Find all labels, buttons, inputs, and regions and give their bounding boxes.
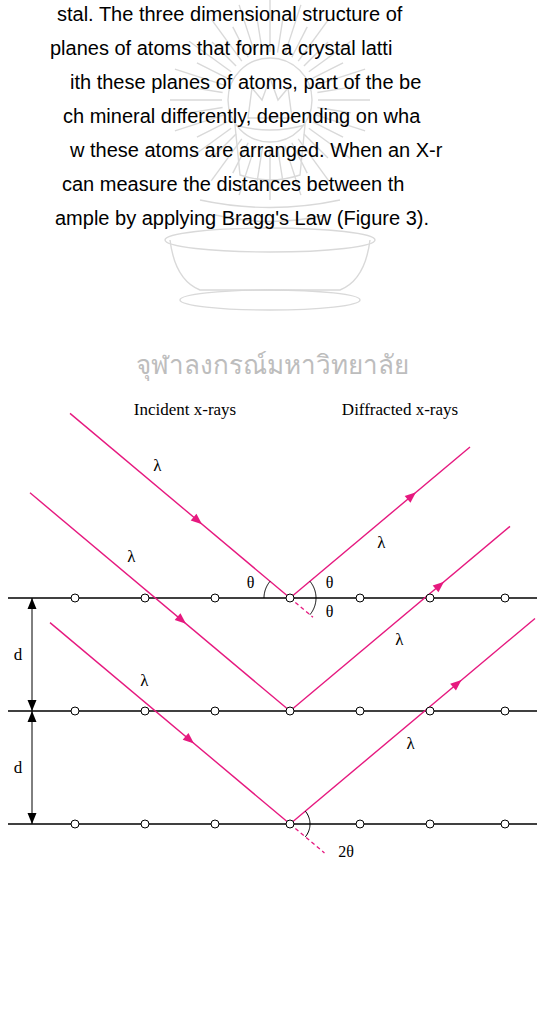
angle-label: 2θ [338, 843, 354, 861]
spacing-label: d [14, 758, 23, 778]
wavelength-label: λ [377, 533, 385, 553]
wavelength-label: λ [127, 547, 135, 567]
atom [211, 820, 219, 828]
atom [286, 707, 294, 715]
spacing-arrow [32, 711, 33, 824]
angle-label: θ [326, 574, 334, 592]
watermark-text: จุฬาลงกรณ์มหาวิทยาลัย [136, 351, 409, 381]
atom [141, 707, 149, 715]
atom [286, 594, 294, 602]
spacing-arrow [32, 598, 33, 711]
ray-arrowhead [191, 514, 202, 525]
atom [286, 820, 294, 828]
body-text-line: ith these planes of atoms, part of the b… [70, 71, 421, 94]
spacing-arrowhead [28, 700, 37, 711]
emblem-ray [318, 99, 370, 100]
atom [211, 707, 219, 715]
diffracted-ray [290, 447, 470, 598]
wavelength-label: λ [140, 671, 148, 691]
lattice-plane [8, 597, 537, 598]
body-text-line: planes of atoms that form a crystal latt… [50, 37, 392, 60]
atom [426, 707, 434, 715]
atom [426, 594, 434, 602]
wavelength-label: λ [406, 734, 414, 754]
ray-group-label: Incident x-rays [134, 400, 236, 420]
body-text-line: w these atoms are arranged. When an X-r [70, 139, 442, 162]
angle-arc [310, 581, 316, 598]
ray-arrowhead [175, 613, 186, 624]
ray-arrowhead [450, 680, 461, 691]
ray-group-label: Diffracted x-rays [342, 400, 458, 420]
incident-ray [50, 623, 290, 824]
atom [71, 707, 79, 715]
ray-arrowhead [405, 492, 416, 503]
angle-arc [305, 811, 310, 837]
bragg-diagram [8, 413, 537, 853]
emblem-pedestal [170, 240, 370, 290]
diffracted-ray [290, 618, 535, 824]
atom [211, 594, 219, 602]
atom [356, 820, 364, 828]
atom [356, 594, 364, 602]
spacing-arrowhead [28, 711, 37, 722]
wavelength-label: λ [153, 456, 161, 476]
lattice-plane [8, 823, 537, 824]
emblem-ray [170, 99, 222, 100]
angle-label: θ [326, 603, 334, 621]
atom [71, 820, 79, 828]
lattice-plane [8, 710, 537, 711]
spacing-arrowhead [28, 813, 37, 824]
atom [426, 820, 434, 828]
atom [501, 820, 509, 828]
emblem-pedestal-base [180, 290, 360, 310]
atom [356, 707, 364, 715]
atom [141, 594, 149, 602]
body-text-line: can measure the distances between th [62, 173, 404, 196]
body-text-line: stal. The three dimensional structure of [57, 3, 402, 26]
spacing-arrowhead [28, 598, 37, 609]
atom [501, 707, 509, 715]
incident-ray [70, 413, 290, 598]
wavelength-label: λ [395, 630, 403, 650]
spacing-label: d [14, 645, 23, 665]
incident-ray [30, 493, 290, 711]
diffracted-ray [290, 526, 510, 711]
body-text-line: ch mineral differently, depending on wha [63, 105, 420, 128]
angle-arc [264, 581, 270, 598]
angle-arc [310, 598, 316, 615]
atom [141, 820, 149, 828]
angle-label: θ [247, 574, 255, 592]
atom [71, 594, 79, 602]
ray-extension [290, 824, 324, 853]
ray-arrowhead [433, 582, 444, 593]
ray-arrowhead [183, 733, 194, 744]
emblem-pedestal-top [165, 228, 375, 252]
body-text-line: ample by applying Bragg's Law (Figure 3)… [55, 207, 429, 230]
atom [501, 594, 509, 602]
